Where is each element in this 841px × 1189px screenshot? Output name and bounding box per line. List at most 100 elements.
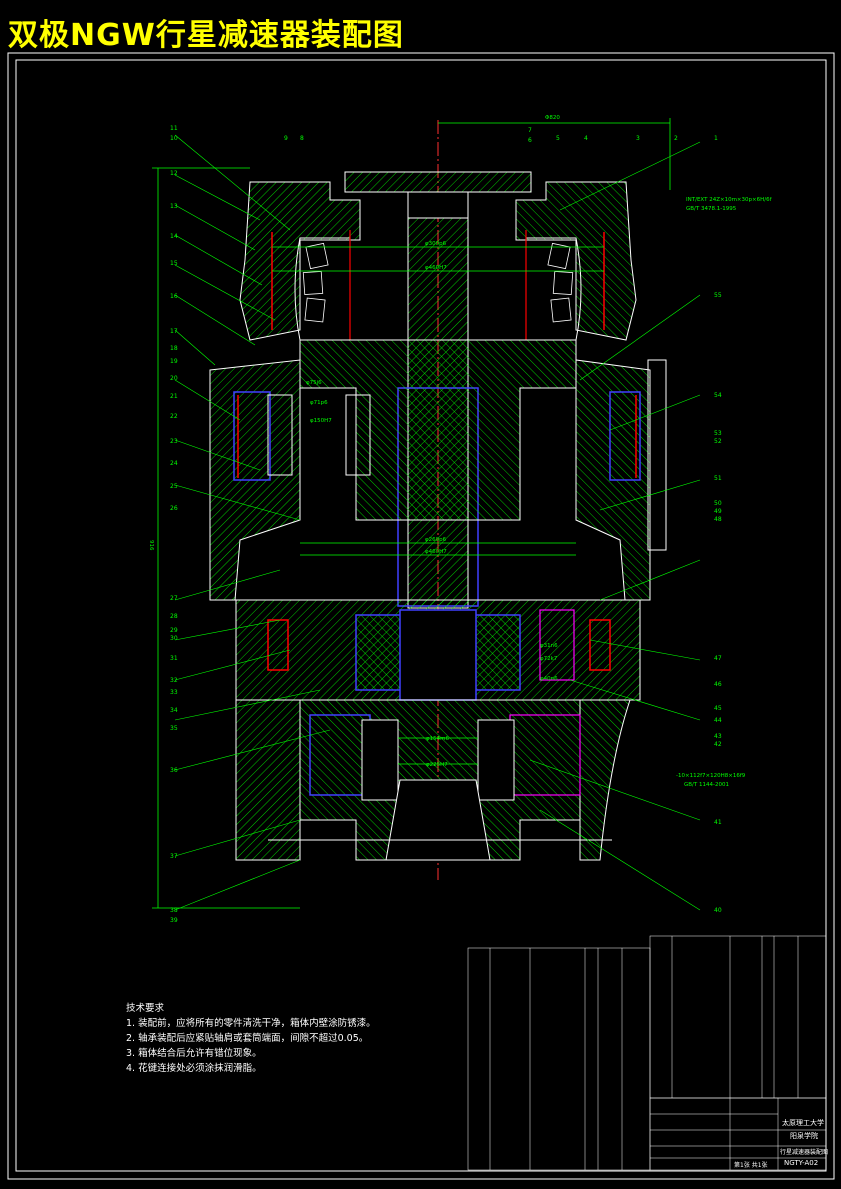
- balloon-38: 38: [170, 907, 178, 914]
- balloon-46: 46: [714, 681, 722, 688]
- spline-top-std: GB/T 3478.1-1995: [686, 206, 737, 212]
- requirement-item: 2. 轴承装配后应紧贴轴肩或套筒端面，间隙不超过0.05。: [126, 1033, 369, 1044]
- balloon-21: 21: [170, 393, 178, 400]
- balloon-32: 32: [170, 677, 178, 684]
- title-block-drawing-name: 行星减速器装配图: [780, 1149, 829, 1156]
- balloon-34: 34: [170, 707, 178, 714]
- balloon-25: 25: [170, 483, 178, 490]
- balloon-50: 50: [714, 500, 722, 507]
- balloon-52: 52: [714, 438, 722, 445]
- balloon-30: 30: [170, 635, 178, 642]
- drawing-title: 双极NGW行星减速器装配图: [8, 18, 404, 53]
- fit-right2: φ72k7: [540, 656, 558, 662]
- fit-bottom1: φ154m6: [426, 736, 449, 742]
- balloon-20: 20: [170, 375, 178, 382]
- fit-top: φ300p6: [425, 241, 447, 247]
- fit-left1: φ75j6: [306, 380, 322, 386]
- title-block-college: 阳泉学院: [790, 1132, 818, 1140]
- balloon-15: 15: [170, 260, 178, 267]
- inner-frame: [15, 59, 827, 1172]
- technical-requirements: 技术要求 1. 装配前，应将所有的零件清洗干净，箱体内壁涂防锈漆。 2. 轴承装…: [126, 1001, 376, 1076]
- dim-top: Φ820: [545, 115, 560, 121]
- parts-list-right: [649, 935, 827, 1099]
- balloon-47: 47: [714, 655, 722, 662]
- balloon-45: 45: [714, 705, 722, 712]
- requirement-item: 4. 花键连接处必须涂抹润滑脂。: [126, 1063, 262, 1074]
- fit-mid: φ260p6: [425, 537, 447, 543]
- balloon-41: 41: [714, 819, 722, 826]
- balloon-36: 36: [170, 767, 178, 774]
- balloon-33: 33: [170, 689, 178, 696]
- balloon-55: 55: [714, 292, 722, 299]
- fit-top2: φ460H7: [425, 265, 447, 271]
- balloon-44: 44: [714, 717, 722, 724]
- balloon-35: 35: [170, 725, 178, 732]
- balloon-3: 3: [636, 135, 640, 142]
- outer-frame: [7, 52, 835, 1180]
- balloon-14: 14: [170, 233, 178, 240]
- balloon-12: 12: [170, 170, 178, 177]
- balloon-16: 16: [170, 293, 178, 300]
- output-housing: [235, 699, 631, 861]
- balloon-6: 6: [528, 137, 532, 144]
- fit-left2: φ71p6: [310, 400, 328, 406]
- requirements-heading: 技术要求: [126, 1003, 165, 1014]
- fit-right3: φ40n6: [540, 676, 558, 682]
- balloon-49: 49: [714, 508, 722, 515]
- balloon-29: 29: [170, 627, 178, 634]
- balloon-54: 54: [714, 392, 722, 399]
- dim-height: 916: [148, 540, 154, 551]
- balloon-39: 39: [170, 917, 178, 924]
- balloon-4: 4: [584, 135, 588, 142]
- requirement-item: 1. 装配前，应将所有的零件清洗干净，箱体内壁涂防锈漆。: [126, 1018, 376, 1029]
- second-stage: [235, 599, 641, 701]
- balloon-2: 2: [674, 135, 678, 142]
- balloon-28: 28: [170, 613, 178, 620]
- balloon-40: 40: [714, 907, 722, 914]
- balloon-9: 9: [284, 135, 288, 142]
- balloon-7: 7: [528, 127, 532, 134]
- leader-lines: [174, 134, 701, 911]
- balloon-31: 31: [170, 655, 178, 662]
- balloon-5: 5: [556, 135, 560, 142]
- balloon-26: 26: [170, 505, 178, 512]
- balloon-17: 17: [170, 328, 178, 335]
- balloons-left: 11 10 12 13 14 15 16 17 18 19 20 21 22 2…: [170, 125, 178, 924]
- spline-bottom: -10×112f7×120H8×16f9: [676, 773, 746, 779]
- title-block-drawing-no: NGTY-A02: [784, 1159, 819, 1167]
- requirement-item: 3. 箱体结合后允许有错位现象。: [126, 1048, 262, 1059]
- balloons-top: 9 8 7 6 5 4 3 2 1: [284, 127, 718, 144]
- fit-right1: φ31n6: [540, 643, 558, 649]
- title-block-school: 太原理工大学: [782, 1119, 824, 1127]
- balloon-43: 43: [714, 733, 722, 740]
- balloon-53: 53: [714, 430, 722, 437]
- fit-bottom2: φ225H7: [426, 762, 448, 768]
- balloon-23: 23: [170, 438, 178, 445]
- fit-left3: φ150H7: [310, 418, 332, 424]
- balloon-1: 1: [714, 135, 718, 142]
- title-block-sheet: 第1张 共1张: [734, 1162, 768, 1169]
- balloon-22: 22: [170, 413, 178, 420]
- dimension-lines: [152, 118, 671, 909]
- fit-mid2: φ460H7: [425, 549, 447, 555]
- balloon-37: 37: [170, 853, 178, 860]
- balloon-13: 13: [170, 203, 178, 210]
- balloons-right: 55 54 53 52 51 50 49 48 47 46 45 44 43 4…: [714, 292, 722, 914]
- balloon-51: 51: [714, 475, 722, 482]
- balloon-18: 18: [170, 345, 178, 352]
- spline-bottom-std: GB/T 1144-2001: [684, 782, 729, 788]
- balloon-24: 24: [170, 460, 178, 467]
- title-block: [649, 1097, 827, 1171]
- spline-top: INT/EXT 24Z×10m×30p×6H/6f: [686, 197, 773, 203]
- parts-list-left: [467, 947, 651, 1171]
- balloon-27: 27: [170, 595, 178, 602]
- upper-bearings: [271, 230, 605, 341]
- balloon-8: 8: [300, 135, 304, 142]
- balloon-11: 11: [170, 125, 178, 132]
- balloon-48: 48: [714, 516, 722, 523]
- balloon-10: 10: [170, 135, 178, 142]
- first-stage: [209, 339, 667, 601]
- balloon-19: 19: [170, 358, 178, 365]
- fit-annotations: φ300p6 φ460H7 φ260p6 φ460H7 φ75j6 φ71p6 …: [148, 115, 773, 788]
